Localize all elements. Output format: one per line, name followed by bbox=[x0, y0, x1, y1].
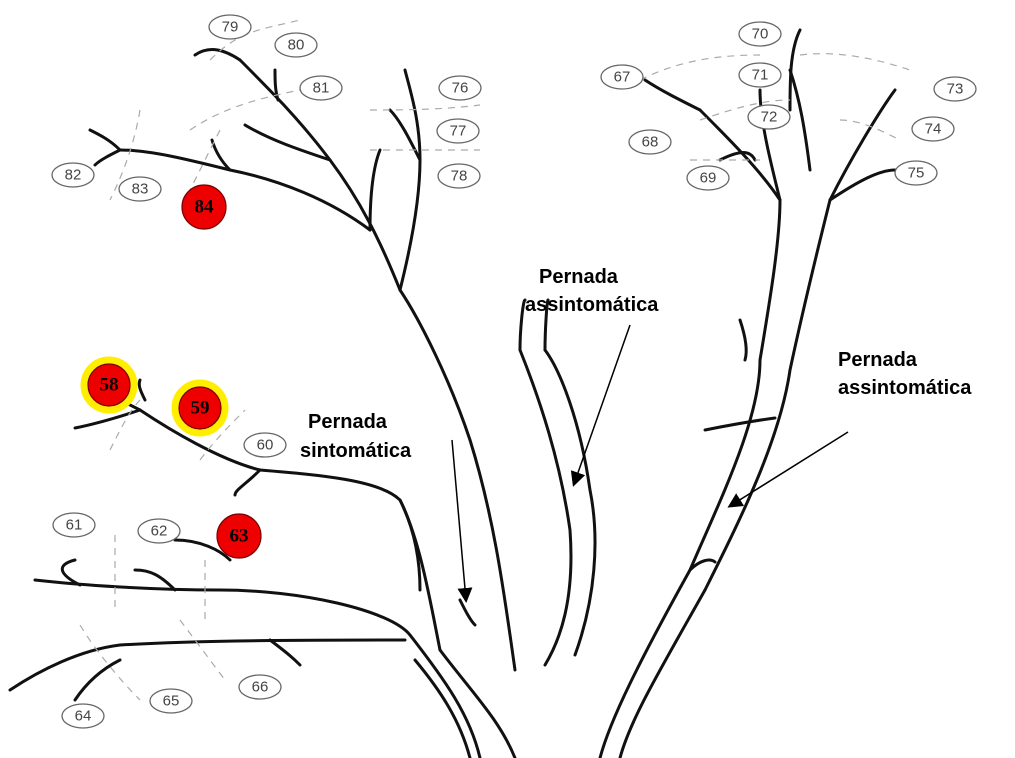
label-59-highlighted: 59 bbox=[175, 383, 225, 433]
label-75: 75 bbox=[895, 161, 937, 185]
svg-text:73: 73 bbox=[947, 81, 964, 98]
label-68: 68 bbox=[629, 130, 671, 154]
svg-text:80: 80 bbox=[288, 37, 305, 54]
svg-text:68: 68 bbox=[642, 134, 659, 151]
label-65: 65 bbox=[150, 689, 192, 713]
svg-text:81: 81 bbox=[313, 80, 330, 97]
label-71: 71 bbox=[739, 63, 781, 87]
svg-text:83: 83 bbox=[132, 181, 149, 198]
arrow-right bbox=[730, 432, 848, 506]
label-70: 70 bbox=[739, 22, 781, 46]
caption-left-line1: Pernada bbox=[308, 411, 388, 433]
svg-text:65: 65 bbox=[163, 693, 180, 710]
caption-right-line1: Pernada bbox=[838, 349, 918, 371]
label-74: 74 bbox=[912, 117, 954, 141]
label-84-symptomatic: 84 bbox=[182, 185, 226, 229]
label-78: 78 bbox=[438, 164, 480, 188]
label-77: 77 bbox=[437, 119, 479, 143]
svg-text:79: 79 bbox=[222, 19, 239, 36]
label-73: 73 bbox=[934, 77, 976, 101]
label-76: 76 bbox=[439, 76, 481, 100]
label-81: 81 bbox=[300, 76, 342, 100]
svg-text:70: 70 bbox=[752, 26, 769, 43]
label-82: 82 bbox=[52, 163, 94, 187]
label-80: 80 bbox=[275, 33, 317, 57]
caption-center-line2: assintomática bbox=[525, 294, 659, 316]
label-63-symptomatic: 63 bbox=[217, 514, 261, 558]
label-83: 83 bbox=[119, 177, 161, 201]
arrow-left bbox=[452, 440, 466, 600]
svg-text:75: 75 bbox=[908, 165, 925, 182]
svg-text:59: 59 bbox=[191, 398, 210, 419]
label-62: 62 bbox=[138, 519, 180, 543]
label-66: 66 bbox=[239, 675, 281, 699]
label-69: 69 bbox=[687, 166, 729, 190]
arrow-center bbox=[574, 325, 630, 484]
svg-text:61: 61 bbox=[66, 517, 83, 534]
svg-text:78: 78 bbox=[451, 168, 468, 185]
svg-text:64: 64 bbox=[75, 708, 92, 725]
svg-text:71: 71 bbox=[752, 67, 769, 84]
svg-text:74: 74 bbox=[925, 121, 942, 138]
svg-text:69: 69 bbox=[700, 170, 717, 187]
caption-left-line2: sintomática bbox=[300, 440, 412, 462]
svg-text:60: 60 bbox=[257, 437, 274, 454]
svg-text:62: 62 bbox=[151, 523, 168, 540]
svg-text:63: 63 bbox=[230, 526, 249, 547]
svg-text:76: 76 bbox=[452, 80, 469, 97]
svg-text:67: 67 bbox=[614, 69, 631, 86]
caption-right-line2: assintomática bbox=[838, 377, 972, 399]
label-79: 79 bbox=[209, 15, 251, 39]
label-58-highlighted: 58 bbox=[84, 360, 134, 410]
svg-text:72: 72 bbox=[761, 109, 778, 126]
svg-text:58: 58 bbox=[100, 375, 119, 396]
svg-text:84: 84 bbox=[195, 197, 215, 218]
svg-text:82: 82 bbox=[65, 167, 82, 184]
label-60: 60 bbox=[244, 433, 286, 457]
caption-center-line1: Pernada bbox=[539, 266, 619, 288]
label-72: 72 bbox=[748, 105, 790, 129]
label-61: 61 bbox=[53, 513, 95, 537]
label-64: 64 bbox=[62, 704, 104, 728]
svg-text:77: 77 bbox=[450, 123, 467, 140]
svg-text:66: 66 bbox=[252, 679, 269, 696]
label-67: 67 bbox=[601, 65, 643, 89]
